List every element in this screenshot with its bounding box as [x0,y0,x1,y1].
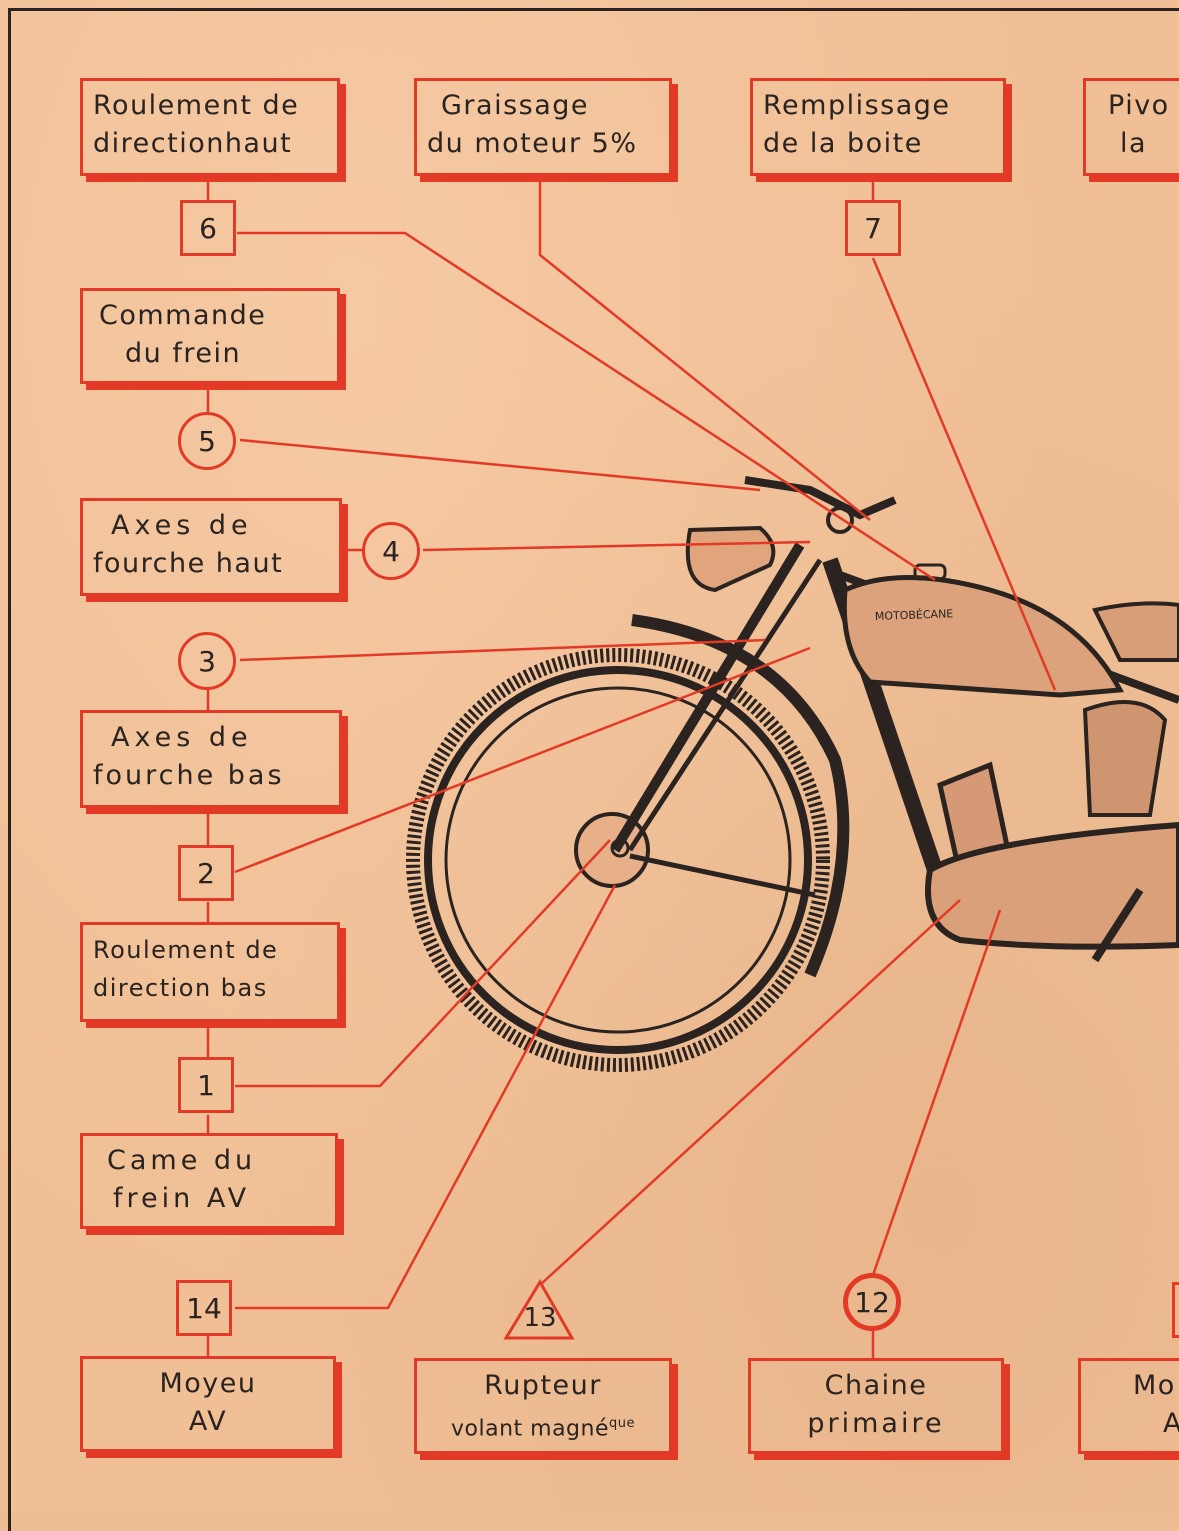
handlebar [744,476,897,520]
label-graissage-moteur: Graissage du moteur 5% [414,78,672,176]
label-line-1: Roulement de [93,936,279,964]
steering-head [826,506,854,534]
side-panel [1082,700,1168,817]
leader-3 [239,638,766,662]
marker-12: 12 [843,1273,901,1331]
leader-14 [235,884,617,1310]
label-line-1: Graissage [441,90,589,121]
crankcase [925,821,1179,950]
kickstand [1091,887,1144,963]
fork-strut [629,853,816,898]
label-line-2: directionhaut [93,128,293,159]
leader-7 [871,257,1057,691]
page-frame [8,8,1179,1531]
label-text: volant magné [451,1416,609,1442]
headlamp [685,525,776,593]
marker-5: 5 [178,412,236,470]
label-line-2: frein AV [113,1183,251,1214]
leader-4 [422,540,811,552]
label-roulement-direction-bas: Roulement de direction bas [80,922,340,1022]
label-line-1: Mo [1133,1370,1176,1401]
fork-leg-rear [627,558,823,852]
label-moyeu-av: Moyeu AV [80,1356,336,1452]
label-pivot: Pivo la [1083,78,1179,176]
leader-1 [235,839,611,1088]
label-axes-fourche-haut: Axes de fourche haut [80,498,342,596]
label-line-1: Axes de [111,722,253,753]
motorcycle-illustration [406,476,1179,1072]
label-axes-fourche-bas: Axes de fourche bas [80,710,342,808]
front-tire [406,648,830,1072]
marker-3: 3 [178,632,236,690]
fork-leg [610,542,805,853]
leader-2 [234,646,811,874]
label-line-1: Came du [107,1145,257,1176]
label-line-2: A [1091,1405,1179,1443]
label-moyeu-ar: Mo A [1078,1358,1179,1454]
leader-12 [871,909,1002,1276]
label-line-1: Pivo [1108,90,1170,121]
marker-13-label: 13 [523,1303,556,1333]
label-line-2: du moteur 5% [427,128,638,159]
fuel-tank [841,575,1124,698]
label-line-2: AV [188,1406,228,1437]
leader-13 [539,899,961,1286]
label-line-1: Rupteur [484,1370,602,1401]
tank-brand: MOTOBÉCANE [875,607,954,623]
label-line-1: Remplissage [763,90,951,121]
label-line-1: Roulement de [93,90,300,121]
label-chaine-primaire: Chaine primaire [748,1358,1004,1454]
label-line-2: du frein [125,338,242,369]
label-commande-frein: Commande du frein [80,288,340,384]
marker-13-triangle [503,1279,575,1340]
leader-6 [237,231,936,582]
label-line-1: Axes de [111,510,253,541]
label-line-2: fourche haut [93,548,284,579]
label-line-1: Moyeu [159,1368,257,1399]
leader-lines [206,180,1057,1358]
marker-1: 1 [178,1057,234,1113]
marker-6: 6 [180,200,236,256]
label-superscript: que [609,1416,635,1431]
label-rupteur-volant: Rupteur volant magnéque [414,1358,672,1454]
leader-5 [239,438,761,492]
front-mudguard [631,614,850,978]
leader-graissage [538,180,871,521]
label-line-2: la [1120,128,1148,159]
marker-4: 4 [362,522,420,580]
label-line-2: de la boite [763,128,923,159]
label-line-1: Commande [99,300,267,331]
label-line-2: volant magnéque [427,1405,659,1448]
label-line-2: direction bas [93,974,268,1002]
marker-14: 14 [176,1280,232,1336]
marker-2: 2 [178,845,234,901]
front-rim [444,686,792,1034]
front-tire-inner [424,666,812,1054]
label-line-2: fourche bas [93,760,285,791]
tank-cap [913,563,947,581]
seat [1092,601,1179,662]
label-roulement-direction-haut: Roulement de directionhaut [80,78,340,176]
marker-partial-right [1172,1282,1179,1338]
marker-7: 7 [845,200,901,256]
label-came-frein-av: Came du frein AV [80,1133,338,1229]
label-line-2: primaire [807,1408,945,1439]
label-line-1: Chaine [824,1370,928,1401]
label-remplissage-boite: Remplissage de la boite [750,78,1006,176]
